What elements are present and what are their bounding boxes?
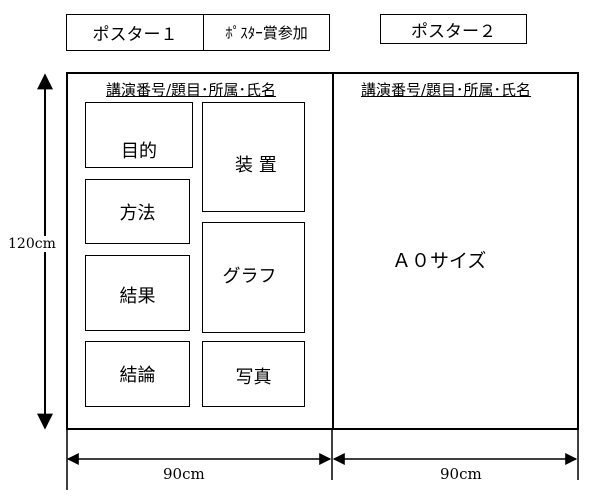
section-method: 方法 [85, 179, 190, 244]
section-apparatus-label: 装 置 [235, 155, 277, 176]
section-result: 結果 [85, 255, 190, 331]
section-conclusion-label: 結論 [119, 365, 156, 386]
poster2-size-label: Ａ０サイズ [392, 250, 487, 272]
section-graph-label: グラフ [222, 265, 277, 287]
section-conclusion: 結論 [85, 341, 190, 407]
section-result-label: 結果 [119, 286, 156, 307]
poster2-board [332, 72, 579, 430]
poster2-label: ポスター２ [411, 21, 496, 42]
section-apparatus: 装 置 [202, 102, 305, 212]
width1-label: 90cm [163, 465, 205, 483]
section-graph: グラフ [202, 222, 305, 333]
section-purpose: 目的 [85, 102, 193, 168]
width2-label: 90cm [440, 465, 482, 483]
poster1-label: ポスター１ [92, 25, 178, 45]
height-label: 120cm [6, 236, 58, 252]
poster2-label-box: ポスター２ [380, 14, 527, 44]
section-method-label: 方法 [119, 202, 156, 224]
section-photo-label: 写真 [235, 367, 272, 388]
section-photo: 写真 [202, 341, 305, 407]
section-purpose-label: 目的 [121, 141, 157, 162]
prize-participation-box: ﾎﾟｽﾀｰ賞参加 [203, 14, 330, 51]
poster1-heading: 講演番号/題目･所属･氏名 [106, 81, 277, 99]
poster2-heading: 講演番号/題目･所属･氏名 [361, 81, 532, 99]
prize-participation-label: ﾎﾟｽﾀｰ賞参加 [225, 24, 308, 42]
